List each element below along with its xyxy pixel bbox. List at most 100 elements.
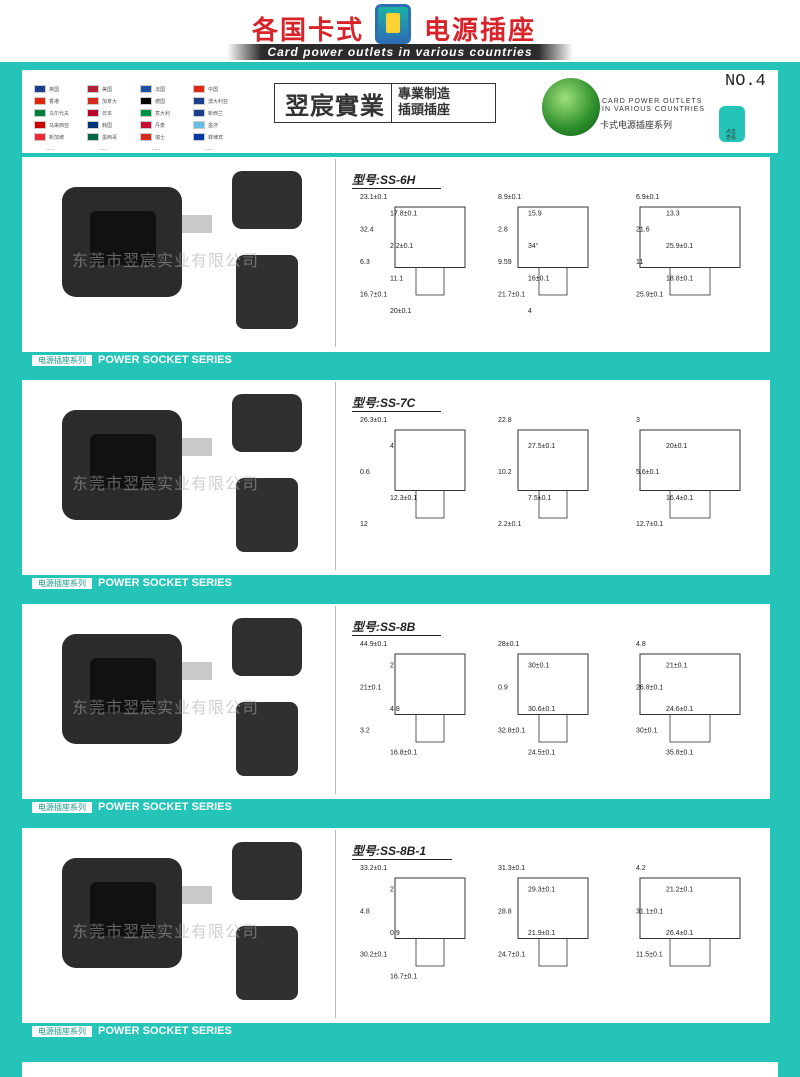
flag-icon	[87, 85, 99, 93]
title-band: 各国卡式 电源插座 Card power outlets in various …	[0, 0, 800, 62]
terminal-pin-shape	[182, 438, 212, 456]
dimension-label: 2	[390, 663, 394, 670]
flag-label: 马来西亚	[49, 122, 70, 129]
dimension-label: 0.9	[498, 684, 508, 691]
socket-back-shape	[236, 702, 298, 776]
dimension-label: 22.8	[498, 417, 512, 424]
flag-label: 法国	[155, 86, 166, 93]
flag-label: 德国	[155, 98, 166, 105]
dimension-label: 24.7±0.1	[498, 952, 525, 959]
socket-face-shape	[90, 211, 156, 265]
dimension-label: 12.7±0.1	[636, 521, 663, 528]
flag-icon	[34, 109, 46, 117]
slogan-en-1: CARD POWER OUTLETS	[602, 98, 703, 105]
dimension-label: 12	[360, 521, 368, 528]
flag-icon	[87, 109, 99, 117]
series-label-en: POWER SOCKET SERIES	[98, 801, 232, 813]
flag-label: 马尔代夫	[49, 110, 70, 117]
brand-name: 翌宸實業	[275, 84, 392, 122]
flag-item: 马来西亚	[34, 120, 86, 130]
dimension-label: 35.8±0.1	[666, 749, 693, 756]
dimension-label: 25.9±0.1	[636, 292, 663, 299]
drawing-pin-outline	[415, 714, 445, 743]
dimension-label: 9.59	[498, 259, 512, 266]
watermark: 东莞市翌宸实业有限公司	[72, 698, 260, 717]
flag-icon	[193, 97, 205, 105]
dimension-label: 2.2±0.1	[390, 243, 413, 250]
dimension-label: 0.6	[360, 469, 370, 476]
dimension-label: 29.3±0.1	[528, 887, 555, 894]
model-title: 型号:SS-8B	[352, 618, 442, 636]
dimension-label: 20±0.1	[390, 308, 411, 315]
click-hand-icon[interactable]	[719, 106, 745, 142]
drawing-pin-outline	[538, 490, 568, 519]
flag-item: 韩国	[87, 120, 139, 130]
watermark: 东莞市翌宸实业有限公司	[72, 474, 260, 493]
dimension-label: 25.9±0.1	[666, 243, 693, 250]
globe-icon	[542, 78, 600, 136]
dimension-label: 4	[390, 443, 394, 450]
dimension-label: 16.7±0.1	[390, 973, 417, 980]
flag-item: 英国	[34, 84, 86, 94]
series-label-cn: 电源插座系列	[32, 1025, 92, 1037]
socket-back-shape	[236, 478, 298, 552]
next-card-edge	[22, 1062, 778, 1077]
dimension-label: 44.9±0.1	[360, 641, 387, 648]
flag-icon	[140, 133, 152, 141]
flag-icon	[193, 133, 205, 141]
dimension-label: 26.3±0.1	[360, 417, 387, 424]
flag-item: 香港	[34, 96, 86, 106]
flag-icon	[140, 97, 152, 105]
product-photo: 东莞市翌宸实业有限公司	[32, 159, 336, 347]
flag-label: 韩国	[102, 122, 113, 129]
flag-item: 菲律宾	[193, 132, 245, 142]
terminal-pin-shape	[182, 662, 212, 680]
dimension-label: 21.6	[636, 227, 650, 234]
dimension-label: 12.3±0.1	[390, 495, 417, 502]
dimension-label: 30±0.1	[528, 663, 549, 670]
dimension-label: 34°	[528, 242, 539, 250]
dimension-label: 6.3	[360, 259, 370, 266]
dimension-label: 21±0.1	[360, 684, 381, 691]
dimension-label: 5.6±0.1	[636, 469, 659, 476]
flag-icon	[140, 85, 152, 93]
flag-item: 法国	[140, 84, 192, 94]
dimension-label: 4.8	[636, 641, 646, 648]
page-subtitle: Card power outlets in various countries	[0, 44, 800, 60]
flag-item: 澳大利亚	[193, 96, 245, 106]
flag-label: 英国	[49, 86, 60, 93]
dimension-label: 2	[390, 887, 394, 894]
click-view-label[interactable]: 点击 查看	[720, 129, 742, 141]
title-right: 电源插座	[424, 16, 537, 46]
watermark: 东莞市翌宸实业有限公司	[72, 251, 260, 270]
product-photo-svg	[62, 618, 302, 776]
brand-tagline-2: 插頭插座	[398, 103, 451, 118]
flag-label: 丹麦	[155, 122, 166, 129]
terminal-pin-shape	[182, 215, 212, 233]
socket-front-shape	[232, 842, 302, 900]
flag-label: 香港	[49, 98, 60, 105]
dimension-label: 24.6±0.1	[666, 706, 693, 713]
product-photo: 东莞市翌宸实业有限公司	[32, 830, 336, 1018]
slogan-en-2: IN VARIOUS COUNTRIES	[602, 106, 706, 113]
flag-item: 美国	[87, 84, 139, 94]
flag-more: ......	[205, 146, 214, 152]
series-label-en: POWER SOCKET SERIES	[98, 1025, 232, 1037]
flag-icon	[193, 121, 205, 129]
flag-label: 墨西哥	[102, 134, 118, 141]
socket-face-shape	[90, 658, 156, 712]
dimension-label: 33.2±0.1	[360, 865, 387, 872]
dimension-label: 31.1±0.1	[636, 908, 663, 915]
drawing-pin-outline	[538, 267, 568, 296]
flag-label: 新西兰	[208, 110, 224, 117]
brand-tagline-1: 專業制造	[398, 87, 451, 102]
drawing-pin-outline	[415, 490, 445, 519]
dimension-label: 26.8±0.1	[636, 684, 663, 691]
dimension-label: 26.4±0.1	[666, 930, 693, 937]
